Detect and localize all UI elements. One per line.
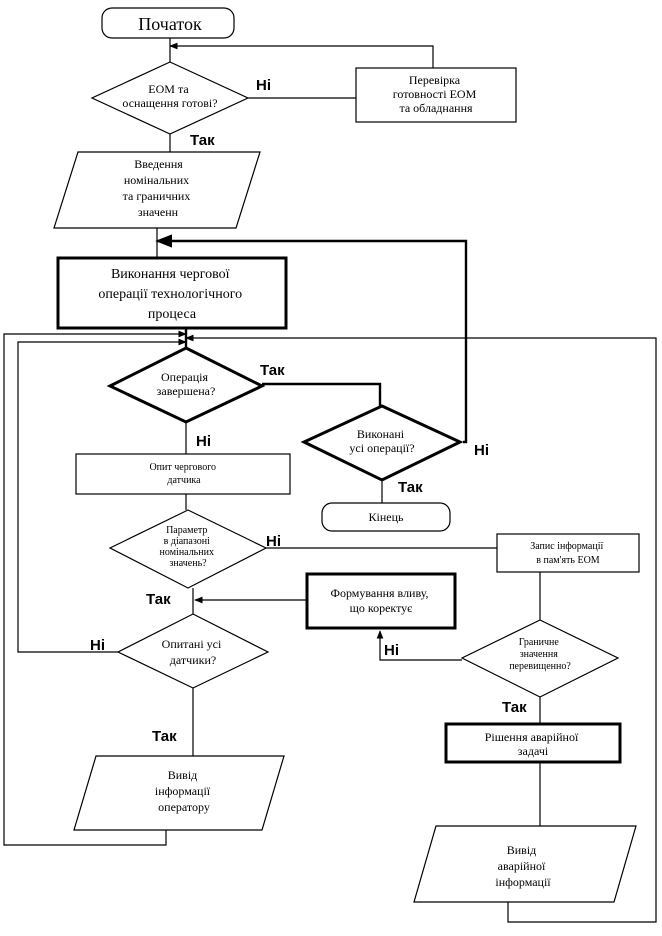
- svg-text:Граничне значення: Граничне значення перевищенно?: [509, 637, 571, 672]
- label-check-yes: Так: [190, 132, 215, 149]
- label-opdone-no: Ні: [196, 433, 211, 450]
- node-write-memory: Запис інформації в пам'ять ЕОМ: [496, 533, 640, 573]
- edge-limit-no: [376, 630, 462, 661]
- connectors: [3, 38, 657, 923]
- svg-text:Введення номінальних: Введення номінальних та граничних значен…: [123, 157, 194, 219]
- edge-allops-no-loop: [155, 234, 468, 444]
- start-label: Початок: [138, 14, 202, 34]
- svg-text:Виконані усі операції?: Виконані усі операції?: [349, 427, 414, 455]
- node-param-in-range: Параметр в діапазоні номінальних значень…: [108, 509, 268, 589]
- edge-sensors-no-loop: [17, 338, 187, 653]
- node-input-values: Введення номінальних та граничних значен…: [53, 151, 261, 229]
- svg-text:ЕОМ та оснащення готові?: ЕОМ та оснащення готові?: [122, 82, 217, 110]
- node-output-emergency: Вивід аварійної інформації: [413, 825, 637, 903]
- node-verify-eom: Перевірка готовності ЕОМ та обладнання: [355, 67, 517, 123]
- label-allops-yes: Так: [398, 479, 423, 496]
- label-check-no: Ні: [256, 77, 271, 94]
- edge-output-loop: [3, 330, 187, 846]
- node-output-operator: Вивід інформації оператору: [73, 755, 285, 831]
- edge-opdone-yes: [262, 382, 382, 406]
- label-param-no: Ні: [266, 533, 281, 550]
- node-execute-op: Виконання чергової операції технологічно…: [56, 256, 288, 330]
- edge-emergency-loop: [185, 334, 657, 923]
- svg-text:Опит чергового датчика: Опит чергового датчика: [149, 462, 218, 486]
- svg-text:Початок: Початок: [138, 14, 202, 34]
- svg-text:Формування вливу, що кор: Формування вливу, що коректує: [330, 586, 431, 615]
- svg-text:Перевірка готовності ЕОМ: Перевірка готовності ЕОМ та обладнання: [393, 73, 480, 115]
- label-sensors-no: Ні: [90, 637, 105, 654]
- svg-text:Операція завершена?: Операція завершена?: [157, 370, 216, 398]
- svg-text:Опитані усі датчики?: Опитані усі датчики?: [162, 637, 225, 667]
- label-limit-no: Ні: [384, 642, 399, 659]
- svg-text:Виконання чергової опера: Виконання чергової операції технологічно…: [98, 267, 245, 322]
- label-opdone-yes: Так: [260, 362, 285, 379]
- svg-text:Вивід інформації о: Вивід інформації оператору: [155, 768, 213, 814]
- label-param-yes: Так: [146, 591, 171, 608]
- svg-text:Запис інформації в пам'я: Запис інформації в пам'ять ЕОМ: [530, 541, 606, 566]
- node-all-sensors: Опитані усі датчики?: [116, 613, 270, 689]
- node-end: Кінець: [321, 502, 451, 532]
- label-sensors-yes: Так: [152, 728, 177, 745]
- node-form-correction: Формування вливу, що коректує: [305, 572, 457, 630]
- edge-verify-loop: [169, 42, 434, 68]
- label-allops-no: Ні: [474, 442, 489, 459]
- node-all-ops-done: Виконані усі операції?: [300, 404, 464, 482]
- node-poll-sensor: Опит чергового датчика: [75, 453, 291, 495]
- node-op-done: Операція завершена?: [106, 346, 266, 424]
- node-limit-exceeded: Граничне значення перевищенно?: [460, 619, 620, 698]
- node-check-ready: ЕОМ та оснащення готові?: [90, 61, 250, 135]
- label-limit-yes: Так: [502, 699, 527, 716]
- node-start: Початок: [101, 7, 235, 39]
- svg-text:Кінець: Кінець: [369, 510, 405, 524]
- svg-text:Рішення аварійної задачі: Рішення аварійної задачі: [485, 730, 582, 758]
- node-solve-emergency: Рішення аварійної задачі: [444, 722, 622, 764]
- svg-text:Вивід аварійної ін: Вивід аварійної інформації: [495, 843, 551, 889]
- svg-text:Параметр в діапазоні: Параметр в діапазоні номінальних значень…: [160, 525, 217, 569]
- edge-labels: Ні Так Так Ні Ні Так Ні Так Ні Так Ні Та…: [90, 77, 527, 745]
